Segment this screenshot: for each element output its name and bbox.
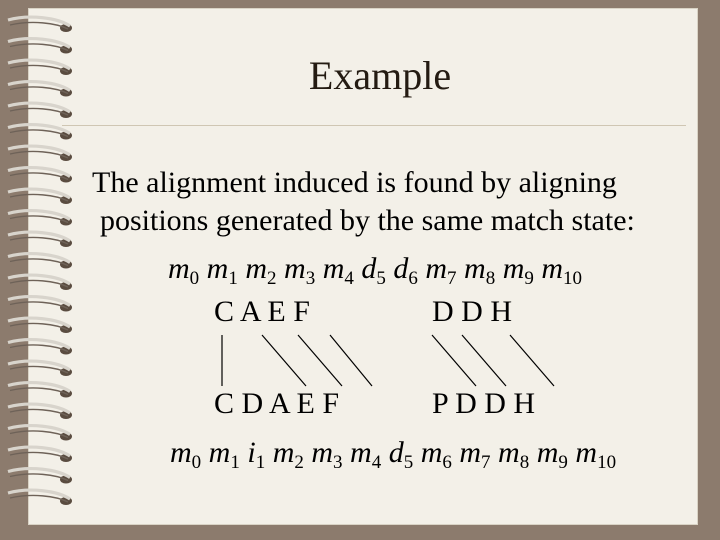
state-token: m10 xyxy=(575,436,617,473)
state-path-top: m0 m1 m2 m3 m4 d5 d6 m7 m8 m9 m10 xyxy=(168,252,583,289)
spiral-ring xyxy=(7,187,72,204)
alignment-line xyxy=(261,334,307,387)
state-token: m4 xyxy=(350,436,382,473)
state-token: m7 xyxy=(459,436,491,473)
spiral-ring xyxy=(7,37,72,54)
spiral-ring xyxy=(7,338,72,355)
state-token: m1 xyxy=(206,252,238,289)
state-token: m4 xyxy=(322,252,354,289)
state-token: m3 xyxy=(311,436,343,473)
spiral-ring xyxy=(7,123,72,140)
spiral-ring xyxy=(7,488,72,505)
spiral-ring xyxy=(7,58,72,75)
state-token: m0 xyxy=(168,252,200,289)
alignment-line xyxy=(509,334,555,387)
body-text-line-2: positions generated by the same match st… xyxy=(100,204,635,237)
alignment-line xyxy=(431,334,477,387)
slide-title: Example xyxy=(308,53,452,98)
spiral-ring xyxy=(7,273,72,290)
spiral-ring xyxy=(7,424,72,441)
state-token: m10 xyxy=(541,252,583,289)
spiral-ring xyxy=(7,316,72,333)
alignment-line xyxy=(329,334,373,387)
state-token: m0 xyxy=(170,436,202,473)
spiral-ring xyxy=(7,15,72,32)
spiral-ring xyxy=(7,359,72,376)
spiral-ring xyxy=(7,166,72,183)
spiral-binding xyxy=(7,15,72,505)
residues-bottom-right: P D D H xyxy=(432,387,536,420)
residues-top-right: D D H xyxy=(432,295,512,328)
state-token: m9 xyxy=(502,252,534,289)
title-divider xyxy=(62,125,686,126)
spiral-ring xyxy=(7,209,72,226)
state-token: i1 xyxy=(247,436,266,473)
state-token: m7 xyxy=(425,252,457,289)
state-token: m8 xyxy=(498,436,530,473)
spiral-ring xyxy=(7,381,72,398)
state-token: d6 xyxy=(393,252,418,289)
spiral-ring xyxy=(7,144,72,161)
alignment-line xyxy=(297,334,343,387)
spiral-ring xyxy=(7,445,72,462)
spiral-ring xyxy=(7,402,72,419)
body-text-line-1: The alignment induced is found by aligni… xyxy=(92,166,617,199)
state-token: d5 xyxy=(361,252,386,289)
residues-top-left: C A E F xyxy=(214,295,310,328)
spiral-ring xyxy=(7,252,72,269)
state-token: m3 xyxy=(284,252,316,289)
state-path-bottom: m0 m1 i1 m2 m3 m4 d5 m6 m7 m8 m9 m10 xyxy=(170,436,617,473)
state-token: m6 xyxy=(420,436,452,473)
residues-bottom-left: C D A E F xyxy=(214,387,340,420)
state-token: m9 xyxy=(536,436,568,473)
spiral-ring xyxy=(7,295,72,312)
spiral-ring xyxy=(7,467,72,484)
spiral-ring xyxy=(7,101,72,118)
state-token: m2 xyxy=(272,436,304,473)
alignment-line xyxy=(461,334,507,387)
notebook-paper xyxy=(28,8,698,525)
state-token: m8 xyxy=(464,252,496,289)
state-token: m1 xyxy=(208,436,240,473)
spiral-ring xyxy=(7,230,72,247)
state-token: m2 xyxy=(245,252,277,289)
spiral-ring xyxy=(7,80,72,97)
state-token: d5 xyxy=(388,436,414,473)
